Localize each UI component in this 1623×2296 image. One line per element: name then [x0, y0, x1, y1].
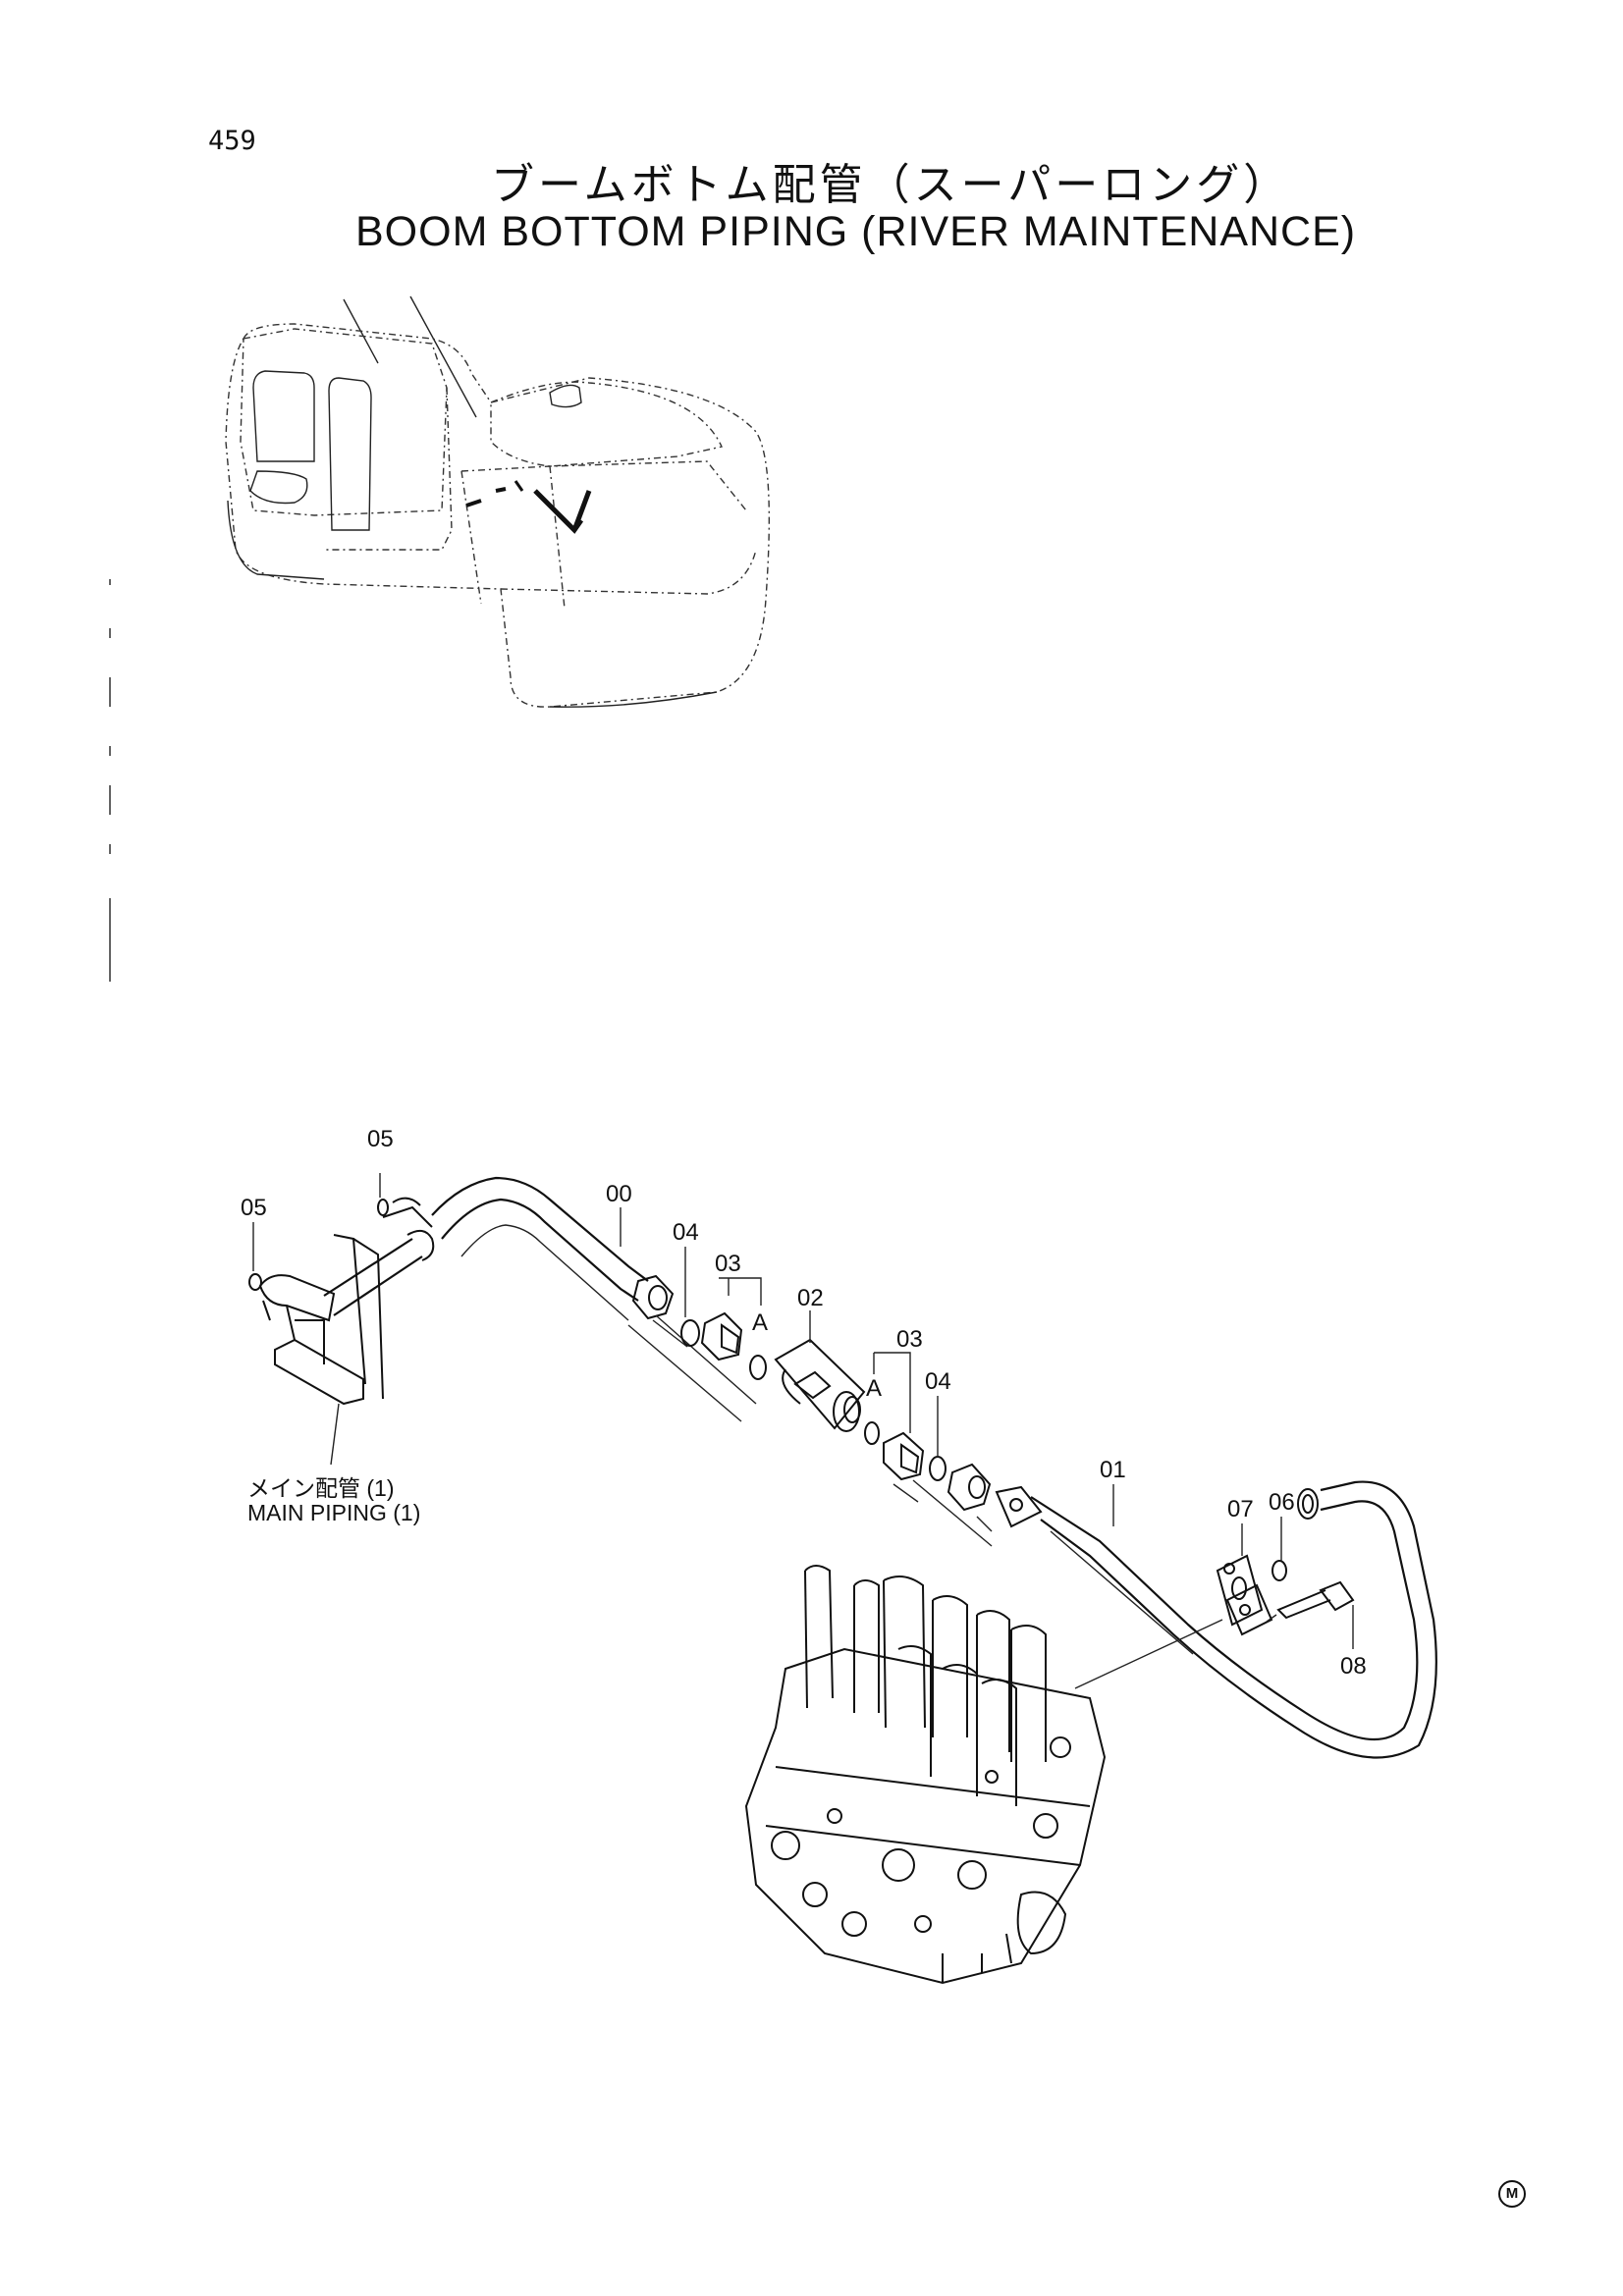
- page-title-japanese: ブームボトム配管（スーパーロング）: [491, 160, 1291, 210]
- main-piping-reference-english: MAIN PIPING (1): [247, 1500, 421, 1525]
- callout-04-right: 04: [925, 1368, 951, 1395]
- circled-m-mark: M: [1498, 2180, 1526, 2208]
- callout-01: 01: [1100, 1457, 1126, 1483]
- callout-05-left: 05: [241, 1195, 267, 1221]
- callout-05-upper: 05: [367, 1126, 394, 1152]
- excavator-overview-illustration: [225, 295, 771, 708]
- page-title-english: BOOM BOTTOM PIPING (RIVER MAINTENANCE): [355, 208, 1357, 255]
- callout-detail-a-left: A: [752, 1309, 768, 1336]
- main-piping-bracket: [248, 1197, 435, 1406]
- callout-03-right: 03: [896, 1326, 923, 1353]
- fitting-chain: [680, 1311, 1043, 1547]
- callout-00: 00: [606, 1181, 632, 1207]
- flange-assembly: [1074, 1554, 1355, 1689]
- callout-06: 06: [1269, 1489, 1295, 1516]
- control-valve-assembly: [744, 1565, 1107, 1985]
- callout-04-left: 04: [673, 1219, 699, 1246]
- callout-08: 08: [1340, 1653, 1367, 1680]
- pipe-01: [1030, 1480, 1437, 1759]
- main-piping-reference-japanese: メイン配管 (1): [247, 1475, 395, 1501]
- page-number: 459: [208, 126, 256, 156]
- callout-leaders: [252, 1173, 1354, 1649]
- callout-03-left: 03: [715, 1251, 741, 1277]
- hose-00: [431, 1176, 757, 1422]
- callout-detail-a-right: A: [866, 1375, 882, 1402]
- callout-02: 02: [797, 1285, 824, 1311]
- callout-07: 07: [1227, 1496, 1254, 1522]
